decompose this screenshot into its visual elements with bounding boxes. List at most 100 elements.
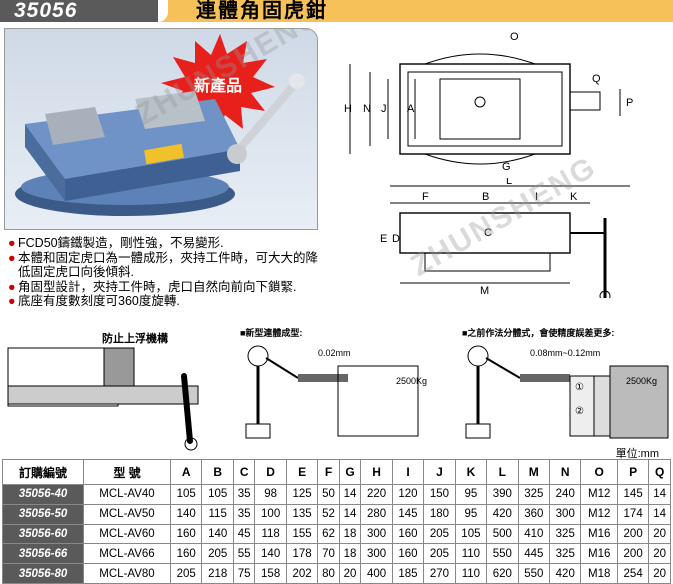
feature-list: ●FCD50鑄鐵製造，剛性強，不易變形. ●本體和固定虎口為一體成形，夾持工件時… (8, 236, 328, 309)
detail-integral: ■新型連體成型: 0.02mm 2500Kg (238, 326, 450, 444)
detail-integral-title: ■新型連體成型: (240, 328, 303, 338)
badge-text: 新產品 (194, 76, 242, 95)
dimension-cell: 420 (486, 503, 519, 525)
dimension-cell: 35 (232, 503, 256, 525)
dimension-cell: 55 (232, 543, 256, 565)
dim-I: I (535, 191, 538, 203)
dimension-cell: M12 (580, 484, 618, 505)
dimension-cell: 125 (285, 484, 319, 505)
col-P: P (616, 459, 650, 485)
col-C: C (232, 459, 256, 485)
dim-K: K (570, 191, 578, 203)
header-swoosh (158, 0, 168, 22)
dimension-cell: 205 (423, 543, 456, 565)
dimension-cell: 160 (391, 543, 425, 565)
col-B: B (201, 459, 234, 485)
dimension-cell: 105 (169, 484, 203, 505)
dim-G: G (502, 161, 511, 173)
col-order-no: 訂購編號 (2, 459, 84, 485)
dimension-cell: 270 (423, 563, 456, 584)
dim-E: E (380, 233, 387, 245)
col-H: H (360, 459, 393, 485)
dimension-cell: 75 (232, 563, 256, 584)
dimension-cell: 155 (285, 523, 319, 545)
feature-item: ●角固型設計，夾持工件時，虎口自然向前向下鎖緊. (8, 279, 297, 294)
dimension-cell: 115 (201, 503, 234, 525)
dimension-cell: 95 (454, 503, 488, 525)
dim-O: O (510, 31, 519, 43)
model-cell: MCL-AV60 (83, 523, 171, 545)
dimension-cell: 158 (254, 563, 287, 584)
dimension-cell: 325 (549, 523, 582, 545)
dimension-cell: 300 (360, 543, 393, 565)
order-number-cell: 35056-66 (2, 543, 84, 565)
gap-new: 0.02mm (318, 348, 351, 358)
dimension-cell: 45 (232, 523, 256, 545)
model-cell: MCL-AV40 (83, 484, 171, 505)
col-A: A (169, 459, 203, 485)
integral-drawing (245, 345, 419, 439)
dimension-cell: 20 (648, 543, 671, 565)
dim-H: H (344, 103, 352, 115)
dimension-cell: 202 (285, 563, 319, 584)
bullet-icon: ● (8, 250, 16, 265)
dimension-cell: 100 (254, 503, 287, 525)
gap-old: 0.08mm~0.12mm (530, 348, 601, 358)
dimension-cell: 160 (391, 523, 425, 545)
dimension-cell: 445 (517, 543, 551, 565)
feature-item: ●FCD50鑄鐵製造，剛性強，不易變形. (8, 236, 224, 250)
product-code: 35056 (0, 0, 158, 22)
page-title: 連體角固虎鉗 (196, 0, 328, 22)
col-model: 型 號 (83, 459, 171, 485)
dim-P: P (626, 97, 633, 109)
dimension-cell: 390 (486, 484, 519, 505)
dimension-cell: 145 (391, 503, 425, 525)
dimension-cell: 300 (549, 503, 582, 525)
split-drawing: ① ② (465, 345, 669, 439)
dimension-cell: 18 (338, 543, 362, 565)
dimension-cell: 140 (254, 543, 287, 565)
col-F: F (317, 459, 340, 485)
mark-2: ② (575, 406, 584, 417)
dimension-cell: 200 (616, 543, 650, 565)
dimension-cell: 410 (517, 523, 551, 545)
dimension-cell: 205 (423, 523, 456, 545)
dimension-cell: 14 (648, 484, 671, 505)
dimension-cell: 70 (317, 543, 340, 565)
dimension-cell: 360 (517, 503, 551, 525)
dimension-cell: 14 (648, 503, 671, 525)
table-header-row: 訂購編號 型 號 A B C D E F G H I J K L M N O P… (2, 459, 671, 485)
dim-M: M (480, 285, 489, 297)
order-number-cell: 35056-40 (2, 484, 84, 505)
load-old: 2500Kg (626, 376, 658, 386)
product-photo: 新產品 ZHUNSHENG (4, 28, 318, 230)
detail-anti-lift: 防止上浮機構 (4, 326, 214, 456)
dimension-cell: 120 (391, 484, 425, 505)
dim-C: C (484, 227, 492, 239)
col-O: O (580, 459, 618, 485)
dimension-cell: 20 (648, 563, 671, 584)
dim-F: F (422, 191, 429, 203)
col-E: E (285, 459, 319, 485)
model-cell: MCL-AV80 (83, 563, 171, 584)
dimension-cell: 254 (616, 563, 650, 584)
unit-label: 單位:mm (615, 448, 659, 460)
col-D: D (254, 459, 287, 485)
mark-1: ① (575, 382, 584, 393)
dim-A: A (407, 103, 415, 115)
new-product-badge: 新產品 (161, 34, 275, 135)
dimension-cell: 95 (454, 484, 488, 505)
dimension-cell: 218 (201, 563, 234, 584)
col-Q: Q (648, 459, 671, 485)
col-L: L (486, 459, 519, 485)
dimension-cell: 105 (454, 523, 488, 545)
bullet-icon: ● (8, 294, 16, 308)
dim-J: J (381, 103, 387, 115)
dimension-cell: 105 (201, 484, 234, 505)
col-J: J (423, 459, 456, 485)
dimension-cell: 240 (549, 484, 582, 505)
